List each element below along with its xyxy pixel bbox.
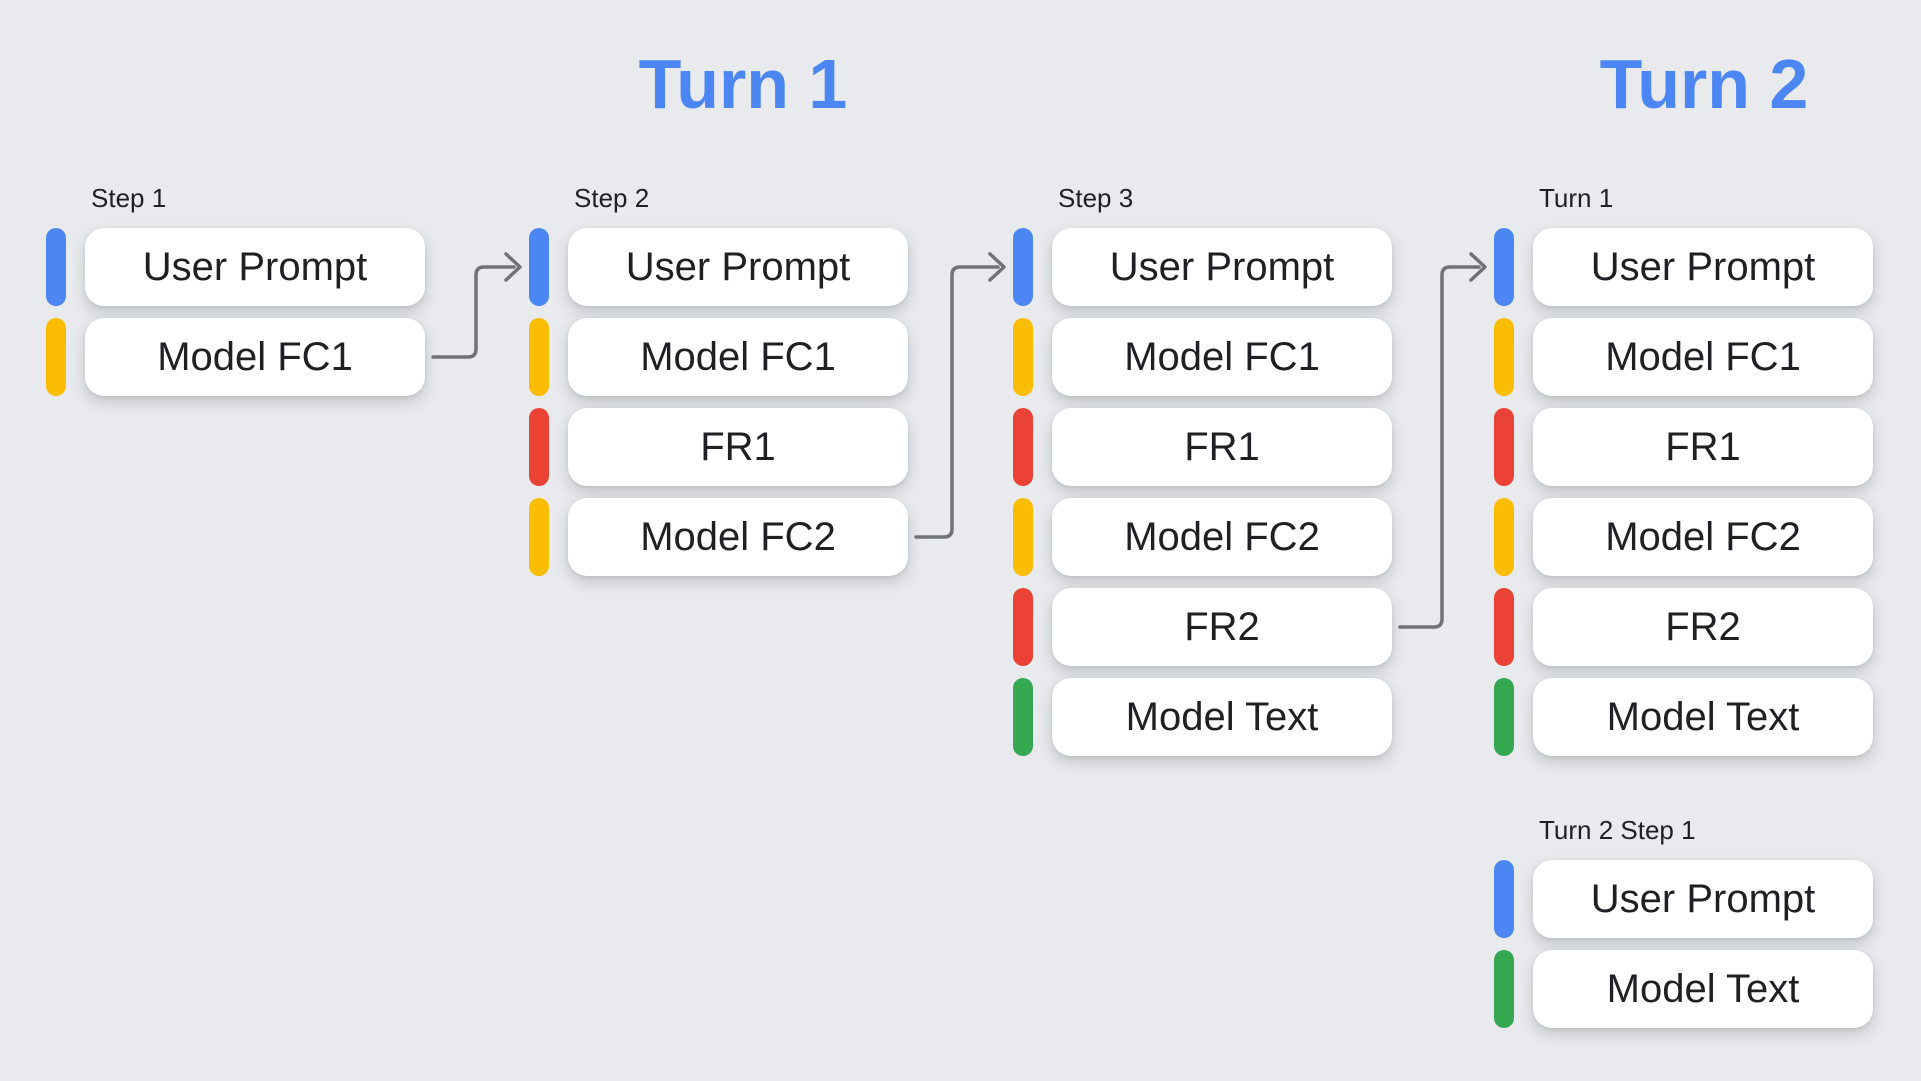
card-row-model-fc1: Model FC1 bbox=[1494, 318, 1873, 396]
color-bar bbox=[1494, 950, 1514, 1028]
turn-1-title: Turn 1 bbox=[638, 45, 848, 123]
color-bar bbox=[529, 318, 549, 396]
card-model-fc2: Model FC2 bbox=[568, 498, 908, 576]
color-bar bbox=[46, 318, 66, 396]
card-row-user-prompt: User Prompt bbox=[46, 228, 425, 306]
card-fr2: FR2 bbox=[1052, 588, 1392, 666]
color-bar bbox=[1494, 588, 1514, 666]
color-bar bbox=[529, 228, 549, 306]
column-label: Turn 2 Step 1 bbox=[1539, 815, 1696, 845]
card-model-fc2: Model FC2 bbox=[1533, 498, 1873, 576]
color-bar bbox=[1013, 678, 1033, 756]
arrowhead-icon bbox=[1469, 252, 1487, 282]
card-row-fr1: FR1 bbox=[529, 408, 908, 486]
card-row-user-prompt: User Prompt bbox=[1494, 860, 1873, 938]
card-row-user-prompt: User Prompt bbox=[1013, 228, 1392, 306]
turn-2-title: Turn 2 bbox=[1599, 45, 1809, 123]
color-bar bbox=[1494, 228, 1514, 306]
arrow-step2-to-step3 bbox=[914, 252, 1006, 539]
arrow-step3-to-turn1 bbox=[1398, 252, 1487, 629]
card-row-model-fc1: Model FC1 bbox=[46, 318, 425, 396]
card-row-fr2: FR2 bbox=[1494, 588, 1873, 666]
color-bar bbox=[1013, 498, 1033, 576]
arrow-step1-to-step2 bbox=[431, 252, 522, 359]
card-row-model-fc1: Model FC1 bbox=[529, 318, 908, 396]
color-bar bbox=[1494, 860, 1514, 938]
card-row-fr1: FR1 bbox=[1494, 408, 1873, 486]
card-user-prompt: User Prompt bbox=[1533, 228, 1873, 306]
card-user-prompt: User Prompt bbox=[1052, 228, 1392, 306]
column-step-1: Step 1 User Prompt Model FC1 bbox=[46, 182, 425, 396]
card-model-fc1: Model FC1 bbox=[568, 318, 908, 396]
column-label: Step 2 bbox=[574, 183, 650, 213]
card-row-user-prompt: User Prompt bbox=[529, 228, 908, 306]
color-bar bbox=[1494, 498, 1514, 576]
column-label: Step 1 bbox=[91, 183, 167, 213]
card-row-model-text: Model Text bbox=[1494, 950, 1873, 1028]
card-user-prompt: User Prompt bbox=[1533, 860, 1873, 938]
card-row-model-text: Model Text bbox=[1013, 678, 1392, 756]
card-model-text: Model Text bbox=[1533, 950, 1873, 1028]
card-row-model-fc2: Model FC2 bbox=[1494, 498, 1873, 576]
card-row-model-fc2: Model FC2 bbox=[1013, 498, 1392, 576]
color-bar bbox=[529, 408, 549, 486]
color-bar bbox=[1494, 408, 1514, 486]
color-bar bbox=[46, 228, 66, 306]
card-row-fr1: FR1 bbox=[1013, 408, 1392, 486]
card-model-fc1: Model FC1 bbox=[85, 318, 425, 396]
card-fr1: FR1 bbox=[1052, 408, 1392, 486]
card-user-prompt: User Prompt bbox=[568, 228, 908, 306]
card-user-prompt: User Prompt bbox=[85, 228, 425, 306]
card-row-fr2: FR2 bbox=[1013, 588, 1392, 666]
arrowhead-icon bbox=[988, 252, 1006, 282]
card-model-fc2: Model FC2 bbox=[1052, 498, 1392, 576]
card-fr1: FR1 bbox=[568, 408, 908, 486]
color-bar bbox=[1013, 588, 1033, 666]
column-step-2: Step 2 User Prompt Model FC1 FR1 Model F… bbox=[529, 182, 908, 576]
color-bar bbox=[529, 498, 549, 576]
card-row-model-text: Model Text bbox=[1494, 678, 1873, 756]
card-fr2: FR2 bbox=[1533, 588, 1873, 666]
color-bar bbox=[1494, 678, 1514, 756]
card-model-fc1: Model FC1 bbox=[1533, 318, 1873, 396]
card-fr1: FR1 bbox=[1533, 408, 1873, 486]
color-bar bbox=[1013, 228, 1033, 306]
card-row-model-fc1: Model FC1 bbox=[1013, 318, 1392, 396]
column-step-3: Step 3 User Prompt Model FC1 FR1 Model F… bbox=[1013, 182, 1392, 756]
card-model-text: Model Text bbox=[1533, 678, 1873, 756]
card-model-fc1: Model FC1 bbox=[1052, 318, 1392, 396]
color-bar bbox=[1013, 408, 1033, 486]
card-model-text: Model Text bbox=[1052, 678, 1392, 756]
color-bar bbox=[1013, 318, 1033, 396]
column-turn-2-step-1: Turn 2 Step 1 User Prompt Model Text bbox=[1494, 814, 1873, 1028]
card-row-model-fc2: Model FC2 bbox=[529, 498, 908, 576]
card-row-user-prompt: User Prompt bbox=[1494, 228, 1873, 306]
column-label: Turn 1 bbox=[1539, 183, 1614, 213]
column-label: Step 3 bbox=[1058, 183, 1134, 213]
arrowhead-icon bbox=[504, 252, 522, 282]
column-turn-1-history: Turn 1 User Prompt Model FC1 FR1 Model F… bbox=[1494, 182, 1873, 756]
color-bar bbox=[1494, 318, 1514, 396]
